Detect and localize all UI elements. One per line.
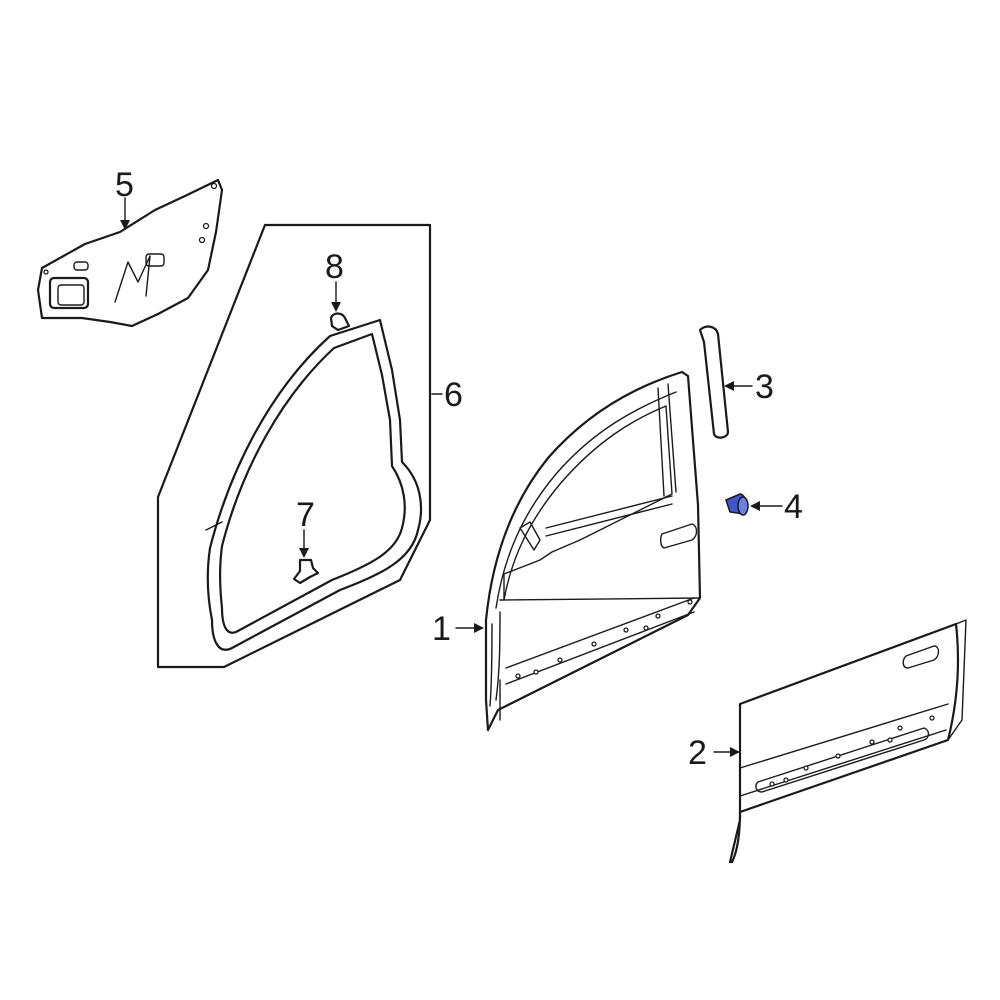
callout-8: 8 [325, 248, 344, 286]
part-5-door-panel[interactable] [36, 178, 224, 328]
part-7-hook[interactable] [292, 558, 320, 585]
callout-5: 5 [115, 166, 134, 204]
callout-7: 7 [296, 496, 315, 534]
callout-4: 4 [784, 488, 803, 526]
callout-2: 2 [688, 734, 707, 772]
callout-6: 6 [444, 376, 463, 414]
callout-leaders [120, 197, 783, 757]
part-2-outer-skin[interactable] [728, 619, 967, 864]
part-1-door-shell[interactable] [484, 370, 702, 732]
callout-labels: 5 8 7 6 1 2 3 4 [115, 166, 803, 772]
part-8-clip[interactable] [329, 312, 351, 332]
callout-3: 3 [755, 368, 774, 406]
part-3-sash-molding[interactable] [698, 325, 730, 439]
part-4-plug[interactable] [725, 493, 749, 516]
callout-1: 1 [432, 610, 451, 648]
part-6-weatherstrip-group[interactable] [156, 223, 432, 669]
